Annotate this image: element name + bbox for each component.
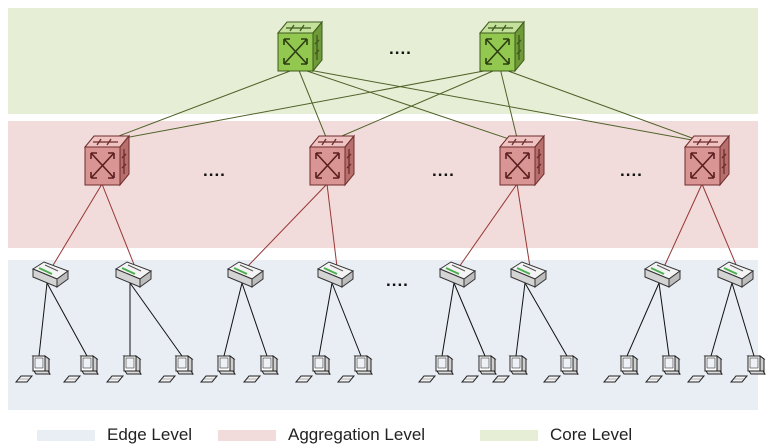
agg-edge-link <box>246 183 328 268</box>
aggregation-ellipsis-3: .... <box>620 161 643 180</box>
core-switch-icon <box>479 21 525 72</box>
edge-host-link <box>38 282 48 357</box>
edge-host-link <box>658 282 670 357</box>
core-agg-link <box>297 67 329 143</box>
legend: Edge Level Aggregation Level Core Level <box>0 420 766 447</box>
legend-item-core: Core Level <box>480 425 632 445</box>
edge-host-link <box>46 282 88 357</box>
ellipses: .................... <box>203 39 643 290</box>
legend-item-aggregation: Aggregation Level <box>218 425 425 445</box>
core-agg-link <box>102 67 299 143</box>
legend-item-edge: Edge Level <box>37 425 192 445</box>
topology-diagram: .................... <box>8 8 766 410</box>
aggregation-switch-icon <box>309 135 355 186</box>
edge-ellipsis: .... <box>386 271 409 290</box>
edge-host-link <box>524 282 568 357</box>
edge-host-link <box>331 282 362 357</box>
agg-edge-link <box>101 183 136 268</box>
aggregation-ellipsis-1: .... <box>203 161 226 180</box>
edge-host-link <box>626 282 660 357</box>
agg-edge-link <box>663 183 703 268</box>
agg-edge-link <box>701 183 738 268</box>
agg-edge-link <box>458 183 518 268</box>
edge-host-link <box>318 282 333 357</box>
links <box>38 67 755 357</box>
legend-swatch-aggregation <box>218 429 276 441</box>
agg-edge-link <box>516 183 531 268</box>
aggregation-ellipsis-2: .... <box>432 161 455 180</box>
core-agg-link <box>297 67 519 143</box>
edge-host-link <box>515 282 526 357</box>
aggregation-switch-icon <box>499 135 545 186</box>
agg-edge-link <box>51 183 103 268</box>
legend-label-edge: Edge Level <box>107 425 193 444</box>
core-agg-link <box>499 67 519 143</box>
edge-host-link <box>241 282 268 357</box>
core-ellipsis: .... <box>389 39 412 58</box>
core-agg-link <box>102 67 501 143</box>
edge-host-link <box>710 282 733 357</box>
legend-label-aggregation: Aggregation Level <box>288 425 426 444</box>
legend-label-core: Core Level <box>550 425 633 444</box>
edge-host-link <box>223 282 243 357</box>
core-agg-link <box>327 67 501 143</box>
edge-host-link <box>129 282 183 357</box>
core-level-band <box>8 8 758 114</box>
core-agg-link <box>297 67 704 143</box>
edge-level-band <box>8 260 758 410</box>
edge-host-link <box>441 282 455 357</box>
legend-swatch-edge <box>37 429 95 441</box>
edge-host-link <box>453 282 486 357</box>
aggregation-switch-icon <box>84 135 130 186</box>
edge-host-link <box>731 282 755 357</box>
aggregation-switch-icon <box>684 135 730 186</box>
agg-edge-link <box>326 183 338 268</box>
aggregation-level-band <box>8 121 758 248</box>
core-switch-icon <box>277 21 323 72</box>
legend-swatch-core <box>480 429 538 441</box>
core-agg-link <box>499 67 704 143</box>
